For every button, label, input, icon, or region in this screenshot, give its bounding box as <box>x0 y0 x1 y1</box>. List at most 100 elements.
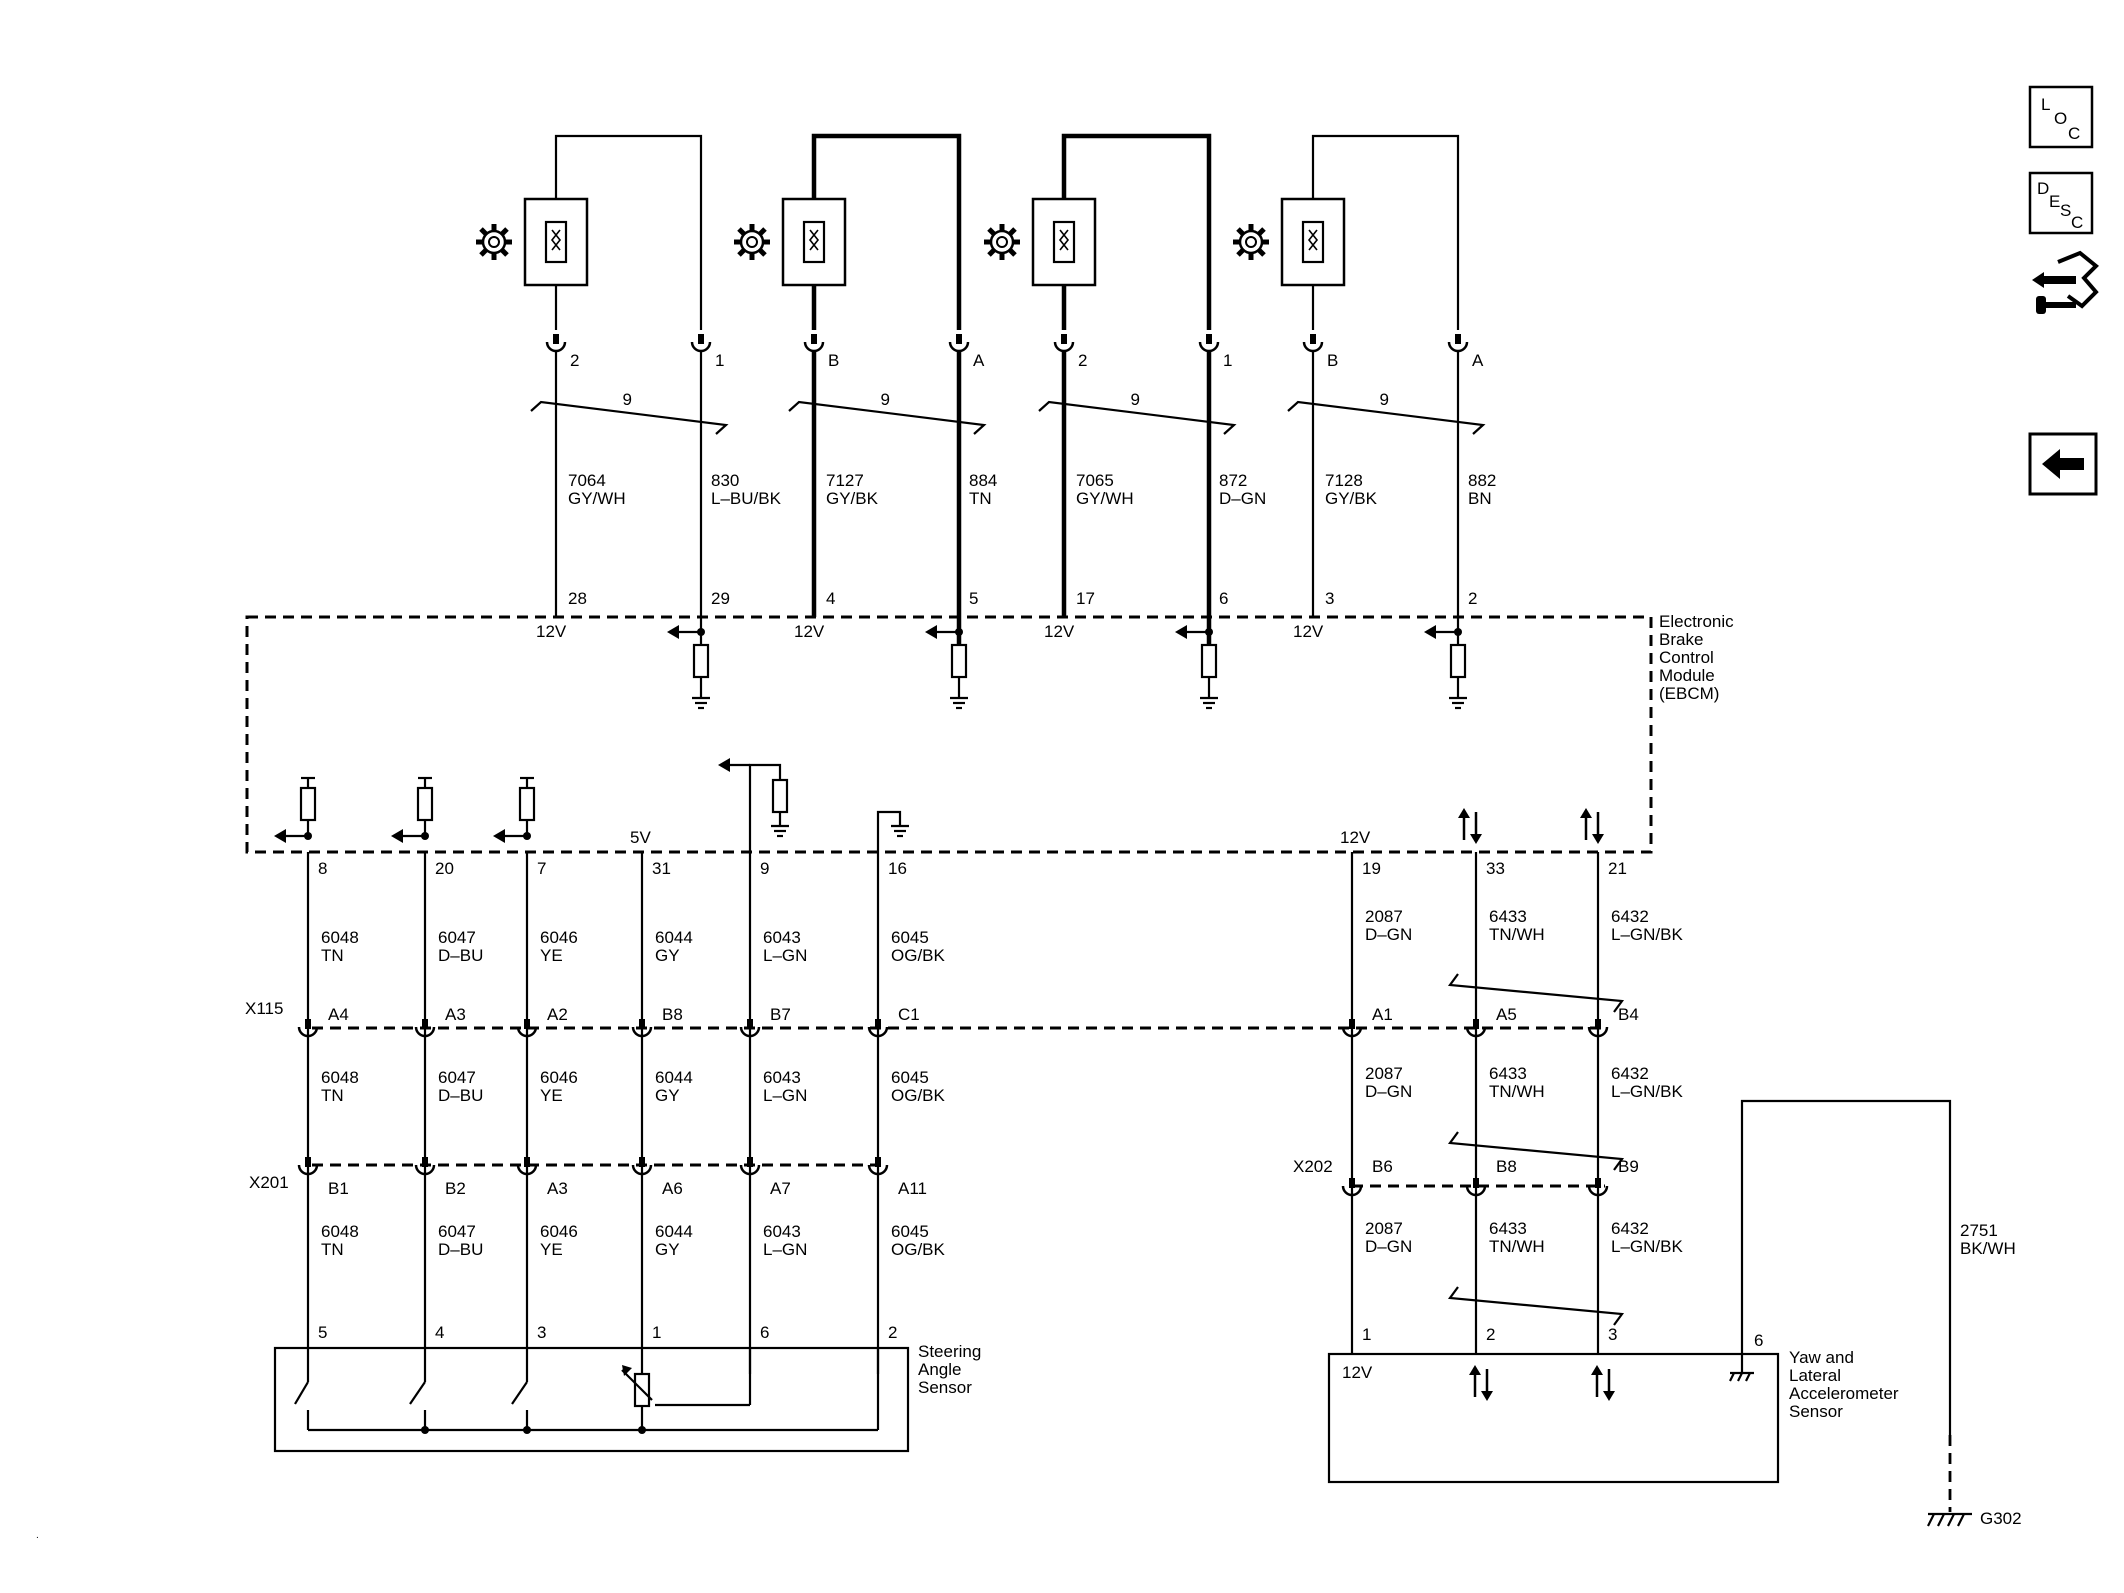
signal-arrow-icon <box>391 829 403 843</box>
wss-sensor-loop-wire <box>811 133 962 330</box>
circuit-color: OG/BK <box>891 1240 946 1259</box>
circuit-number: 2087 <box>1365 1064 1403 1083</box>
wss-element <box>802 220 826 264</box>
x115-pin-label: A4 <box>328 1005 349 1024</box>
gear-icon <box>734 224 770 260</box>
circuit-color: GY <box>655 946 680 965</box>
x115-pin-label: B8 <box>662 1005 683 1024</box>
twisted-pair-marker <box>1447 973 1625 1013</box>
wss-pin-b-label: A <box>973 351 985 370</box>
steering-angle-sensor-label: Steering Angle Sensor <box>918 1342 981 1397</box>
connector-view-icon <box>2032 250 2099 314</box>
circuit-color: OG/BK <box>891 1086 946 1105</box>
circuit-number: 6047 <box>438 928 476 947</box>
circuit-number: 6047 <box>438 1068 476 1087</box>
circuit-number: 6044 <box>655 928 693 947</box>
wss-connector-b <box>1198 332 1220 353</box>
connector-view-button[interactable] <box>2032 250 2099 314</box>
circuit-color-a: GY/BK <box>1325 489 1378 508</box>
circuit-color-b: D–GN <box>1219 489 1266 508</box>
sensor-pin-label: 2 <box>1486 1325 1495 1344</box>
pulldown-resistor <box>771 778 789 814</box>
sensor-pin-label: 3 <box>537 1323 546 1342</box>
circuit-number: 6043 <box>763 1068 801 1087</box>
circuit-color: D–GN <box>1365 925 1412 944</box>
low-ref-wire <box>876 810 902 852</box>
desc-button[interactable]: D E S C <box>2028 171 2094 235</box>
circuit-color: GY <box>655 1086 680 1105</box>
ebcm-voltage-label: 5V <box>630 828 651 847</box>
circuit-color: D–BU <box>438 946 483 965</box>
ebcm-pin-a-label: 3 <box>1325 589 1334 608</box>
ebcm-pin-label: 9 <box>760 859 769 878</box>
wss-sensor-loop-wire <box>1061 133 1212 330</box>
x115-pin-label: C1 <box>898 1005 920 1024</box>
signal-arrow-icon <box>718 758 730 772</box>
pulldown-resistor <box>692 643 710 679</box>
pulldown-resistor <box>1200 643 1218 679</box>
steering-signal-internal <box>718 758 791 1405</box>
circuit-color: L–GN <box>763 1240 807 1259</box>
ground-wire-2751 <box>1740 1099 1972 1527</box>
sensor-pin-label: 2 <box>888 1323 897 1342</box>
wss-sensor-loop-wire <box>1311 134 1460 330</box>
sensor-pin-label: 4 <box>435 1323 444 1342</box>
wss-connector-b <box>948 332 970 353</box>
circuit-number: 6048 <box>321 1222 359 1241</box>
x115-pin-label: B4 <box>1618 1005 1639 1024</box>
ebcm-pin-a-label: 4 <box>826 589 835 608</box>
x202-connector-label: X202 <box>1293 1157 1333 1176</box>
circuit-color: OG/BK <box>891 946 946 965</box>
svg-text:Control: Control <box>1659 648 1714 667</box>
circuit-color: D–BU <box>438 1086 483 1105</box>
loc-button[interactable]: L O C <box>2028 85 2094 149</box>
yaw-sensor-12v-label: 12V <box>1342 1363 1373 1382</box>
circuit-color-a: GY/BK <box>826 489 879 508</box>
circuit-color: YE <box>540 1240 563 1259</box>
twisted-pair-marker <box>1287 400 1486 435</box>
wss-connector-a <box>1302 332 1324 353</box>
ebcm-pin-label: 21 <box>1608 859 1627 878</box>
circuit-color: TN/WH <box>1489 1082 1545 1101</box>
circuit-number-a: 7128 <box>1325 471 1363 490</box>
ebcm-pin-a-label: 28 <box>568 589 587 608</box>
svg-text:Angle: Angle <box>918 1360 961 1379</box>
circuit-number: 6045 <box>891 1222 929 1241</box>
back-button[interactable] <box>2028 432 2098 496</box>
ebcm-voltage-label: 12V <box>1044 622 1075 641</box>
wss-connector-a <box>1053 332 1075 353</box>
circuit-number: 6044 <box>655 1222 693 1241</box>
twist-count-label: 9 <box>1131 390 1140 409</box>
circuit-color: TN <box>321 1086 344 1105</box>
ebcm-voltage-label: 12V <box>536 622 567 641</box>
circuit-color: L–GN/BK <box>1611 925 1683 944</box>
circuit-number: 6048 <box>321 1068 359 1087</box>
wss-coil <box>808 229 820 251</box>
ground-circuit-color: BK/WH <box>1960 1239 2016 1258</box>
circuit-color: D–GN <box>1365 1237 1412 1256</box>
gear-icon <box>1233 224 1269 260</box>
wss-pin-a-label: 2 <box>1078 351 1087 370</box>
svg-text:Steering: Steering <box>918 1342 981 1361</box>
svg-text:E: E <box>2049 192 2060 211</box>
ground-icon <box>1447 696 1469 710</box>
gear-icon <box>476 224 512 260</box>
steering-internal-circuit <box>294 1348 880 1434</box>
wss-sensor-loop-wire <box>554 134 703 330</box>
svg-text:S: S <box>2060 201 2071 220</box>
circuit-number-b: 872 <box>1219 471 1247 490</box>
x115-pin-label: A1 <box>1372 1005 1393 1024</box>
ebcm-pin-b-label: 2 <box>1468 589 1477 608</box>
ebcm-module-outline <box>245 615 1653 854</box>
svg-text:Electronic: Electronic <box>1659 612 1734 631</box>
svg-text:Lateral: Lateral <box>1789 1366 1841 1385</box>
ebcm-voltage-label: 12V <box>1293 622 1324 641</box>
signal-arrow-icon <box>274 829 286 843</box>
ground-icon <box>948 696 970 710</box>
circuit-number-a: 7065 <box>1076 471 1114 490</box>
corner-mark: . <box>36 1530 39 1541</box>
